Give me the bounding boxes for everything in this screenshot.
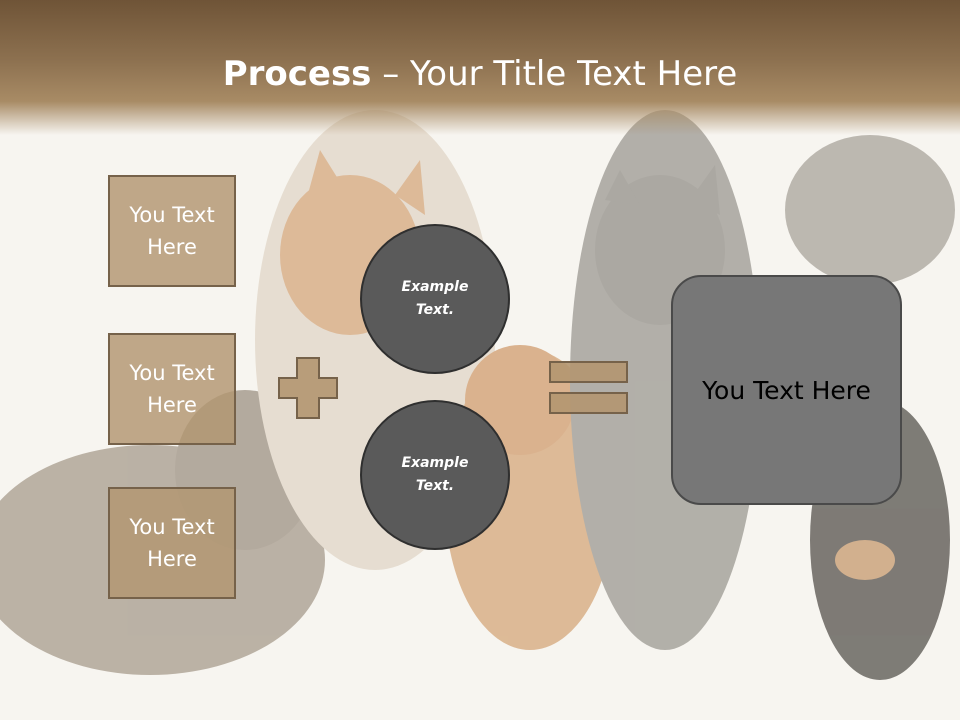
example-circle-2-label: Example Text. [401, 455, 469, 494]
input-box-1[interactable]: You Text Here [108, 175, 236, 287]
title-rest: – Your Title Text Here [371, 54, 738, 94]
example-circle-1-label: Example Text. [401, 279, 469, 318]
result-box[interactable]: You Text Here [671, 275, 902, 505]
input-box-2-label: You Text Here [129, 361, 215, 417]
equals-icon [549, 361, 628, 414]
example-circle-1[interactable]: Example Text. [360, 224, 510, 374]
input-box-2[interactable]: You Text Here [108, 333, 236, 445]
input-box-3-label: You Text Here [129, 515, 215, 571]
slide-title[interactable]: Process – Your Title Text Here [0, 52, 960, 96]
example-circle-2[interactable]: Example Text. [360, 400, 510, 550]
input-box-1-label: You Text Here [129, 203, 215, 259]
header-bar [0, 0, 960, 135]
input-box-3[interactable]: You Text Here [108, 487, 236, 599]
title-bold: Process [222, 54, 372, 94]
result-box-label: You Text Here [702, 375, 871, 405]
plus-icon [278, 357, 338, 419]
